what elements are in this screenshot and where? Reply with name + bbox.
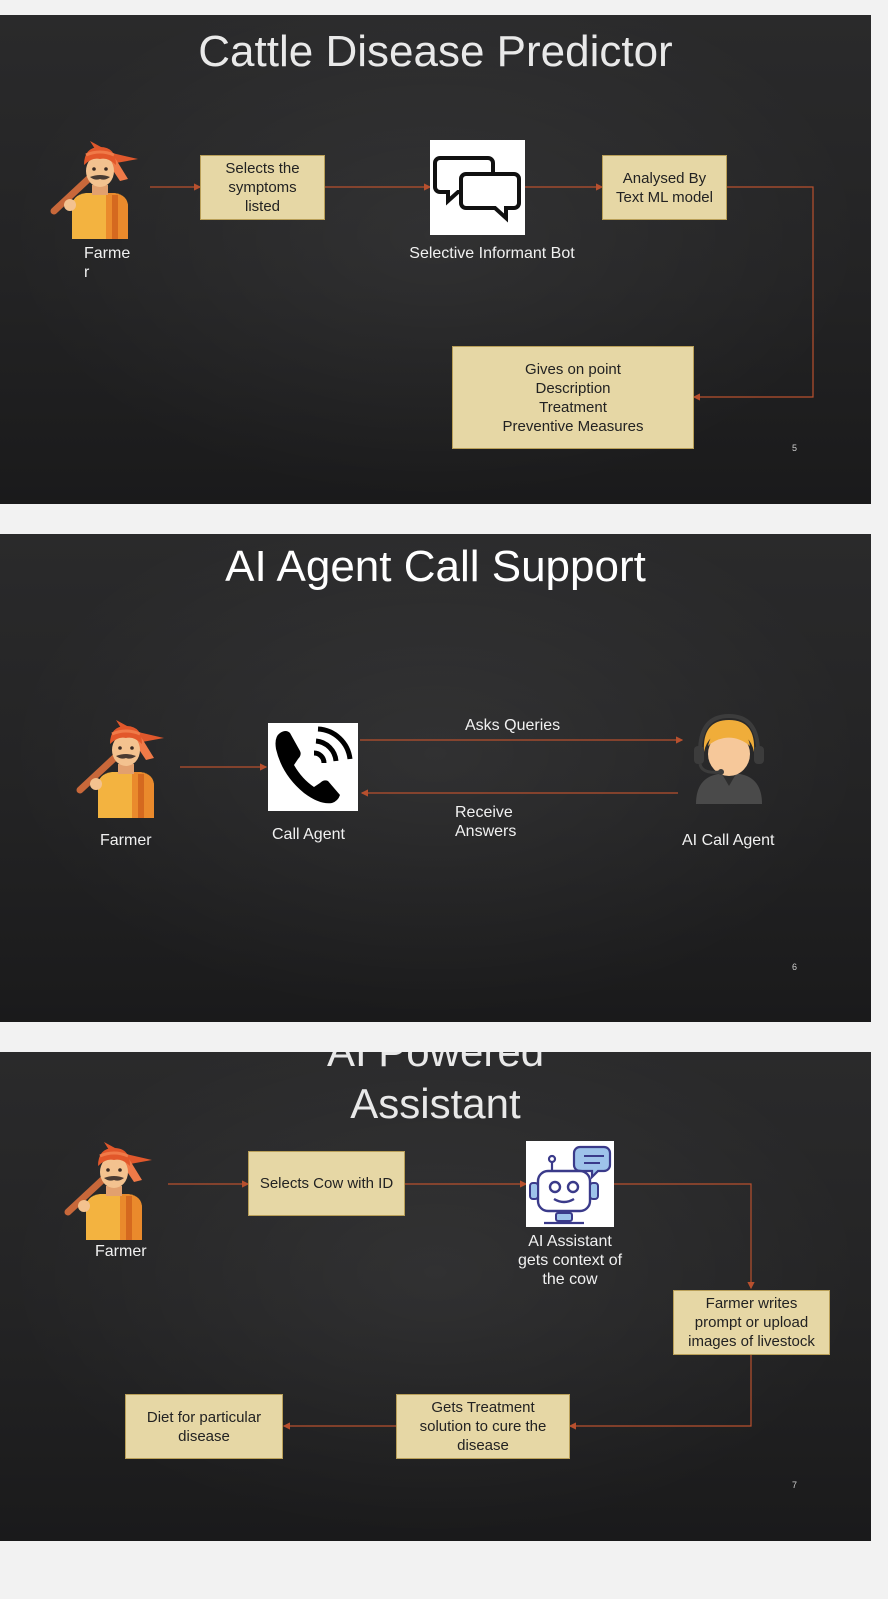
- robot-assistant-icon: [529, 1145, 612, 1225]
- farmer-label: Farmer: [100, 832, 152, 849]
- farmer-label: Farme r: [84, 245, 131, 281]
- page-number: 6: [792, 962, 798, 972]
- phone-call-icon: [275, 726, 353, 804]
- chat-bubbles-icon: [433, 156, 521, 223]
- robot-icon-box: [526, 1141, 614, 1227]
- call-agent-label: Call Agent: [272, 826, 345, 843]
- farmer-icon: [50, 135, 150, 245]
- call-agent-icon-box: [268, 723, 358, 811]
- slide-title: Cattle Disease Predictor: [198, 27, 673, 76]
- page-number: 5: [792, 443, 798, 453]
- step-diet: Diet for particular disease: [125, 1394, 283, 1459]
- bot-label: Selective Informant Bot: [409, 245, 575, 262]
- farmer-label: Farmer: [95, 1243, 147, 1260]
- ai-call-agent-label: AI Call Agent: [682, 832, 775, 849]
- step-farmer-prompt: Farmer writes prompt or upload images of…: [673, 1290, 830, 1355]
- page-number: 7: [792, 1480, 798, 1490]
- headset-agent-icon: [694, 713, 764, 804]
- asks-queries-label: Asks Queries: [465, 717, 561, 734]
- slide-title: AI Powered Assistant: [327, 1052, 544, 1127]
- receive-answers-label: Receive Answers: [455, 804, 517, 840]
- assistant-label: AI Assistant gets context of the cow: [517, 1233, 623, 1288]
- farmer-icon: [76, 714, 176, 824]
- step-select-symptoms: Selects the symptoms listed: [200, 155, 325, 220]
- step-ml-model: Analysed By Text ML model: [602, 155, 727, 220]
- chat-bot-icon-box: [430, 140, 525, 235]
- slide-title: AI Agent Call Support: [225, 542, 646, 591]
- step-treatment: Gets Treatment solution to cure the dise…: [396, 1394, 570, 1459]
- step-select-cow: Selects Cow with ID: [248, 1151, 405, 1216]
- slide-cattle-disease-predictor: Cattle Disease Predictor Farme r Selects…: [0, 15, 871, 504]
- farmer-icon: [64, 1136, 164, 1246]
- slide-ai-powered-assistant: AI Powered Assistant Farmer Selects Cow …: [0, 1052, 871, 1541]
- result-box: Gives on point Description Treatment Pre…: [452, 346, 694, 449]
- slide-ai-agent-call-support: AI Agent Call Support Farmer Call Agent …: [0, 534, 871, 1022]
